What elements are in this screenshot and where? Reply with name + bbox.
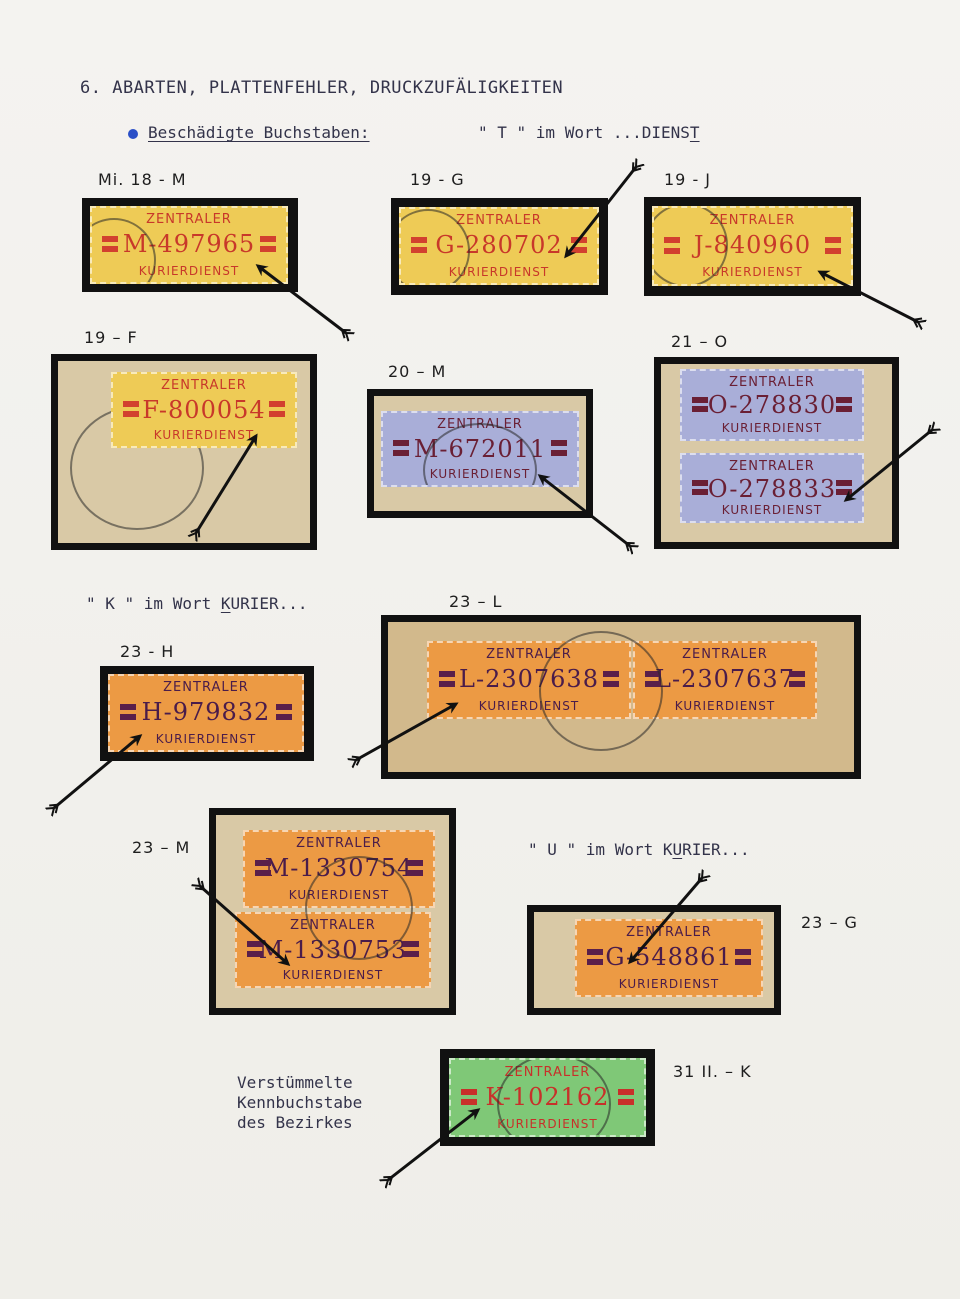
label-18m: Mi. 18 - M	[98, 170, 187, 189]
label-23h: 23 - H	[120, 642, 175, 661]
note-letter: K	[220, 594, 231, 613]
label-19f: 19 – F	[84, 328, 138, 347]
postmark	[305, 856, 413, 960]
stamp-18m: ZENTRALER M-497965 KURIERDIENST	[90, 206, 288, 284]
note-text: " K " im Wort	[86, 594, 221, 613]
postmark	[92, 218, 156, 282]
note-text: " U " im Wort K	[528, 840, 673, 859]
note-line: Verstümmelte	[237, 1073, 353, 1092]
stamp-name: ZENTRALER	[161, 378, 247, 394]
postmark	[497, 1060, 611, 1135]
stamp-desc: KURIERDIENST	[138, 263, 240, 278]
stamp-name: ZENTRALER	[729, 375, 815, 391]
note-mutilated: Verstümmelte Kennbuchstabe des Bezirkes	[237, 1073, 362, 1133]
stamp-number: L-2307637	[655, 665, 795, 694]
stamp-desc: KURIERDIENST	[702, 265, 803, 280]
label-31k: 31 II. – K	[673, 1062, 752, 1081]
page-heading: 6. ABARTEN, PLATTENFEHLER, DRUCKZUFÄLIGK…	[80, 78, 564, 98]
stamp-name: ZENTRALER	[296, 836, 382, 852]
stamp-number: H-979832	[141, 698, 271, 727]
stamp-name: ZENTRALER	[682, 647, 768, 663]
note-text: " T " im Wort ...DIENS	[478, 123, 690, 142]
mount-19f: ZENTRALER F-800054 KURIERDIENST	[51, 354, 317, 550]
bullet-icon	[128, 128, 138, 139]
stamp-23l-b: ZENTRALER L-2307637 KURIERDIENST	[633, 641, 817, 719]
stamp-21o-a: ZENTRALER O-278830 KURIERDIENST	[680, 369, 864, 441]
stamp-desc: KURIERDIENST	[155, 731, 257, 746]
stamp-desc: KURIERDIENST	[721, 503, 823, 518]
arrow-23l	[356, 704, 456, 760]
note-letter: T	[689, 123, 700, 142]
label-23m: 23 – M	[132, 838, 191, 857]
postmark	[401, 209, 470, 283]
arrow-21o	[846, 430, 932, 500]
arrow-20m	[540, 476, 630, 546]
stamp-23h: ZENTRALER H-979832 KURIERDIENST	[108, 674, 304, 752]
stamp-number: O-278833	[707, 474, 837, 503]
arrow-23m	[200, 886, 288, 964]
label-20m: 20 – M	[388, 362, 447, 381]
stamp-number: O-278830	[707, 391, 837, 420]
arrow-18m	[258, 266, 346, 333]
stamp-desc: KURIERDIENST	[674, 698, 776, 713]
stamp-31k: ZENTRALER K-102162 KURIERDIENST	[449, 1058, 646, 1137]
label-21o: 21 – O	[671, 332, 729, 351]
stamp-desc: KURIERDIENST	[282, 967, 384, 982]
stamp-name: ZENTRALER	[729, 458, 815, 474]
mount-23l: ZENTRALER L-2307638 KURIERDIENST ZENTRAL…	[381, 615, 861, 779]
section-label: Beschädigte Buchstaben:	[148, 123, 370, 142]
arrow-19g	[566, 167, 636, 256]
note-line: Kennbuchstabe	[237, 1093, 363, 1112]
arrow-23h	[54, 736, 140, 808]
postmark	[654, 208, 728, 284]
label-19g: 19 - G	[410, 170, 465, 189]
stamp-desc: KURIERDIENST	[448, 264, 550, 279]
section-u-note: " U " im Wort KURIER...	[528, 840, 750, 859]
label-23g: 23 – G	[801, 913, 858, 932]
note-line: des Bezirkes	[237, 1113, 353, 1132]
arrow-19j	[820, 272, 918, 322]
stamp-name: ZENTRALER	[709, 212, 796, 228]
note-letter: U	[672, 840, 683, 859]
stamp-desc: KURIERDIENST	[618, 976, 720, 991]
section-t-note: " T " im Wort ...DIENST	[478, 123, 700, 142]
arrow-23g	[630, 878, 702, 962]
section-k-note: " K " im Wort KURIER...	[86, 594, 308, 613]
label-19j: 19 - J	[664, 170, 712, 189]
arrow-31k	[388, 1110, 478, 1180]
stamp-name: ZENTRALER	[146, 212, 232, 228]
stamp-name: ZENTRALER	[163, 680, 249, 696]
stamp-desc: KURIERDIENST	[721, 420, 823, 435]
arrow-19f	[196, 436, 256, 533]
stamp-number: F-800054	[142, 395, 266, 424]
note-text: URIER...	[230, 594, 308, 613]
stamp-name: ZENTRALER	[456, 213, 542, 229]
postmark	[539, 631, 663, 751]
stamp-21o-b: ZENTRALER O-278833 KURIERDIENST	[680, 453, 864, 523]
note-text: RIER...	[682, 840, 750, 859]
label-23l: 23 – L	[449, 592, 503, 611]
section-damaged-letters: Beschädigte Buchstaben:	[128, 123, 370, 142]
